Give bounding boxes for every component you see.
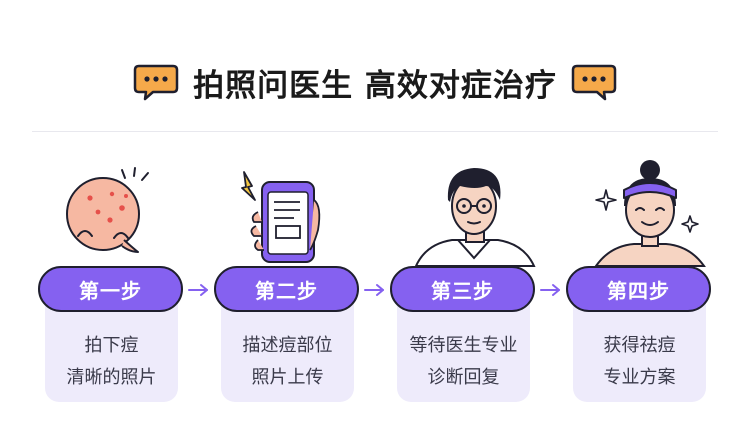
step-badge: 第三步 — [390, 266, 535, 312]
happy-woman-icon — [594, 160, 706, 267]
step-description: 等待医生专业 诊断回复 — [409, 335, 518, 388]
step-1: 拍下痘 清晰的照片 第一步 — [38, 160, 210, 405]
arrow-right-icon — [188, 284, 208, 296]
step-label: 第一步 — [79, 278, 142, 303]
page-title: 拍照问医生 高效对症治疗 — [193, 67, 557, 104]
phone-upload-icon — [241, 171, 321, 263]
acne-skin-icon — [66, 167, 149, 253]
step-description: 描述痘部位 照片上传 — [242, 335, 333, 388]
step-label: 第四步 — [607, 278, 670, 303]
page-header: 拍照问医生 高效对症治疗 — [0, 52, 750, 112]
arrow-right-icon — [540, 284, 560, 296]
chat-bubble-icon — [133, 64, 179, 101]
step-label: 第二步 — [255, 278, 318, 303]
step-2: 描述痘部位 照片上传 第二步 — [214, 160, 386, 405]
arrow-right-icon — [364, 284, 384, 296]
step-description: 获得祛痘 专业方案 — [603, 335, 676, 388]
step-3: 等待医生专业 诊断回复 第三步 — [390, 160, 562, 405]
step-badge: 第二步 — [214, 266, 359, 312]
step-badge: 第一步 — [38, 266, 183, 312]
divider — [32, 131, 718, 132]
step-4: 获得祛痘 专业方案 第四步 — [566, 160, 738, 405]
doctor-icon — [414, 168, 536, 267]
chat-bubble-icon — [571, 64, 617, 101]
step-description: 拍下痘 清晰的照片 — [66, 335, 157, 388]
step-label: 第三步 — [431, 278, 494, 303]
step-badge: 第四步 — [566, 266, 711, 312]
